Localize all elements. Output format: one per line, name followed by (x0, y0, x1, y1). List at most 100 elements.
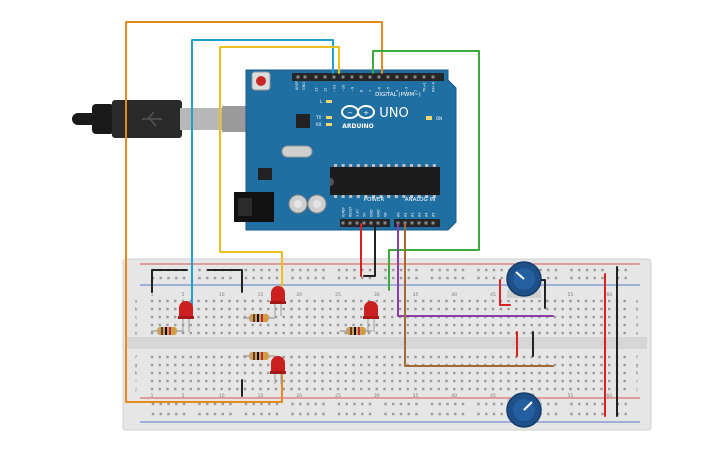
breadboard-hole[interactable] (329, 299, 332, 303)
rail-hole[interactable] (206, 402, 209, 406)
rail-hole[interactable] (314, 402, 317, 406)
rail-hole[interactable] (500, 402, 503, 406)
rail-hole[interactable] (384, 402, 387, 406)
rail-hole[interactable] (430, 276, 434, 280)
breadboard-hole[interactable] (383, 323, 386, 327)
header-pin-extra[interactable] (303, 75, 307, 79)
rail-hole[interactable] (345, 268, 348, 272)
rail-hole[interactable] (175, 402, 178, 406)
breadboard-hole[interactable] (499, 331, 502, 335)
rail-hole[interactable] (601, 402, 604, 406)
breadboard-hole[interactable] (530, 307, 533, 311)
resistor-4[interactable] (243, 352, 275, 360)
breadboard-hole[interactable] (189, 387, 192, 391)
breadboard-hole[interactable] (608, 371, 611, 375)
breadboard-hole[interactable] (344, 363, 347, 367)
breadboard-hole[interactable] (251, 323, 254, 327)
breadboard-hole[interactable] (553, 371, 557, 375)
breadboard-hole[interactable] (577, 387, 580, 391)
rail-hole[interactable] (624, 402, 627, 406)
breadboard-hole[interactable] (522, 307, 526, 311)
rail-hole[interactable] (275, 268, 279, 272)
rail-hole[interactable] (585, 412, 589, 416)
rail-hole[interactable] (454, 402, 457, 406)
breadboard-hole[interactable] (383, 355, 386, 359)
breadboard-hole[interactable] (212, 371, 216, 375)
breadboard-hole[interactable] (507, 331, 510, 335)
breadboard-hole[interactable] (282, 387, 285, 391)
rail-hole[interactable] (337, 276, 341, 280)
breadboard-hole[interactable] (484, 323, 487, 327)
breadboard-hole[interactable] (150, 331, 154, 335)
breadboard-hole[interactable] (468, 387, 471, 391)
breadboard-hole[interactable] (453, 355, 456, 359)
breadboard-hole[interactable] (623, 355, 626, 359)
breadboard-hole[interactable] (375, 299, 378, 303)
breadboard-hole[interactable] (546, 331, 549, 335)
breadboard-hole[interactable] (584, 363, 588, 367)
rail-hole[interactable] (268, 276, 271, 280)
breadboard-hole[interactable] (499, 379, 502, 383)
breadboard-hole[interactable] (476, 387, 479, 391)
breadboard-hole[interactable] (251, 299, 254, 303)
breadboard-hole[interactable] (406, 387, 409, 391)
breadboard-hole[interactable] (336, 371, 340, 375)
breadboard-hole[interactable] (282, 331, 285, 335)
rail-hole[interactable] (461, 276, 465, 280)
wire-black-gnd[interactable] (363, 223, 376, 277)
rail-hole[interactable] (268, 402, 271, 406)
rail-hole[interactable] (601, 412, 604, 416)
breadboard-hole[interactable] (546, 371, 549, 375)
breadboard-hole[interactable] (298, 379, 301, 383)
breadboard-hole[interactable] (530, 387, 533, 391)
rail-hole[interactable] (601, 276, 604, 280)
rail-hole[interactable] (570, 276, 573, 280)
breadboard-hole[interactable] (158, 387, 161, 391)
power-pin-5[interactable] (376, 221, 380, 225)
breadboard-hole[interactable] (546, 323, 549, 327)
breadboard-hole[interactable] (422, 307, 425, 311)
breadboard-hole[interactable] (406, 371, 409, 375)
breadboard-hole[interactable] (522, 387, 526, 391)
breadboard-hole[interactable] (174, 299, 177, 303)
breadboard-hole[interactable] (236, 379, 239, 383)
rail-hole[interactable] (221, 402, 224, 406)
rail-hole[interactable] (314, 412, 317, 416)
breadboard-hole[interactable] (484, 331, 487, 335)
breadboard-hole[interactable] (329, 315, 332, 319)
breadboard-hole[interactable] (499, 323, 502, 327)
digital-pin-4[interactable] (350, 75, 354, 79)
breadboard-hole[interactable] (429, 371, 433, 375)
breadboard-hole[interactable] (592, 299, 595, 303)
breadboard-hole[interactable] (236, 323, 239, 327)
breadboard-hole[interactable] (383, 371, 386, 375)
breadboard-hole[interactable] (530, 379, 533, 383)
rail-hole[interactable] (322, 268, 325, 272)
breadboard-hole[interactable] (174, 379, 177, 383)
breadboard-hole[interactable] (553, 363, 557, 367)
breadboard-hole[interactable] (375, 363, 378, 367)
breadboard-hole[interactable] (453, 371, 456, 375)
breadboard-hole[interactable] (336, 379, 340, 383)
breadboard-hole[interactable] (197, 387, 200, 391)
breadboard-hole[interactable] (460, 299, 464, 303)
breadboard-hole[interactable] (313, 387, 316, 391)
breadboard-hole[interactable] (181, 363, 185, 367)
breadboard-hole[interactable] (391, 379, 394, 383)
breadboard-hole[interactable] (460, 331, 464, 335)
breadboard-hole[interactable] (398, 307, 402, 311)
breadboard-hole[interactable] (228, 363, 231, 367)
breadboard-hole[interactable] (336, 331, 340, 335)
breadboard-hole[interactable] (290, 307, 293, 311)
breadboard-hole[interactable] (158, 307, 161, 311)
breadboard-hole[interactable] (507, 307, 510, 311)
rail-hole[interactable] (438, 268, 441, 272)
breadboard-hole[interactable] (391, 355, 394, 359)
rail-hole[interactable] (570, 268, 573, 272)
breadboard-hole[interactable] (538, 331, 541, 335)
breadboard-hole[interactable] (336, 387, 340, 391)
breadboard-hole[interactable] (623, 307, 626, 311)
breadboard-hole[interactable] (243, 315, 247, 319)
rail-hole[interactable] (578, 276, 581, 280)
breadboard-hole[interactable] (336, 363, 340, 367)
